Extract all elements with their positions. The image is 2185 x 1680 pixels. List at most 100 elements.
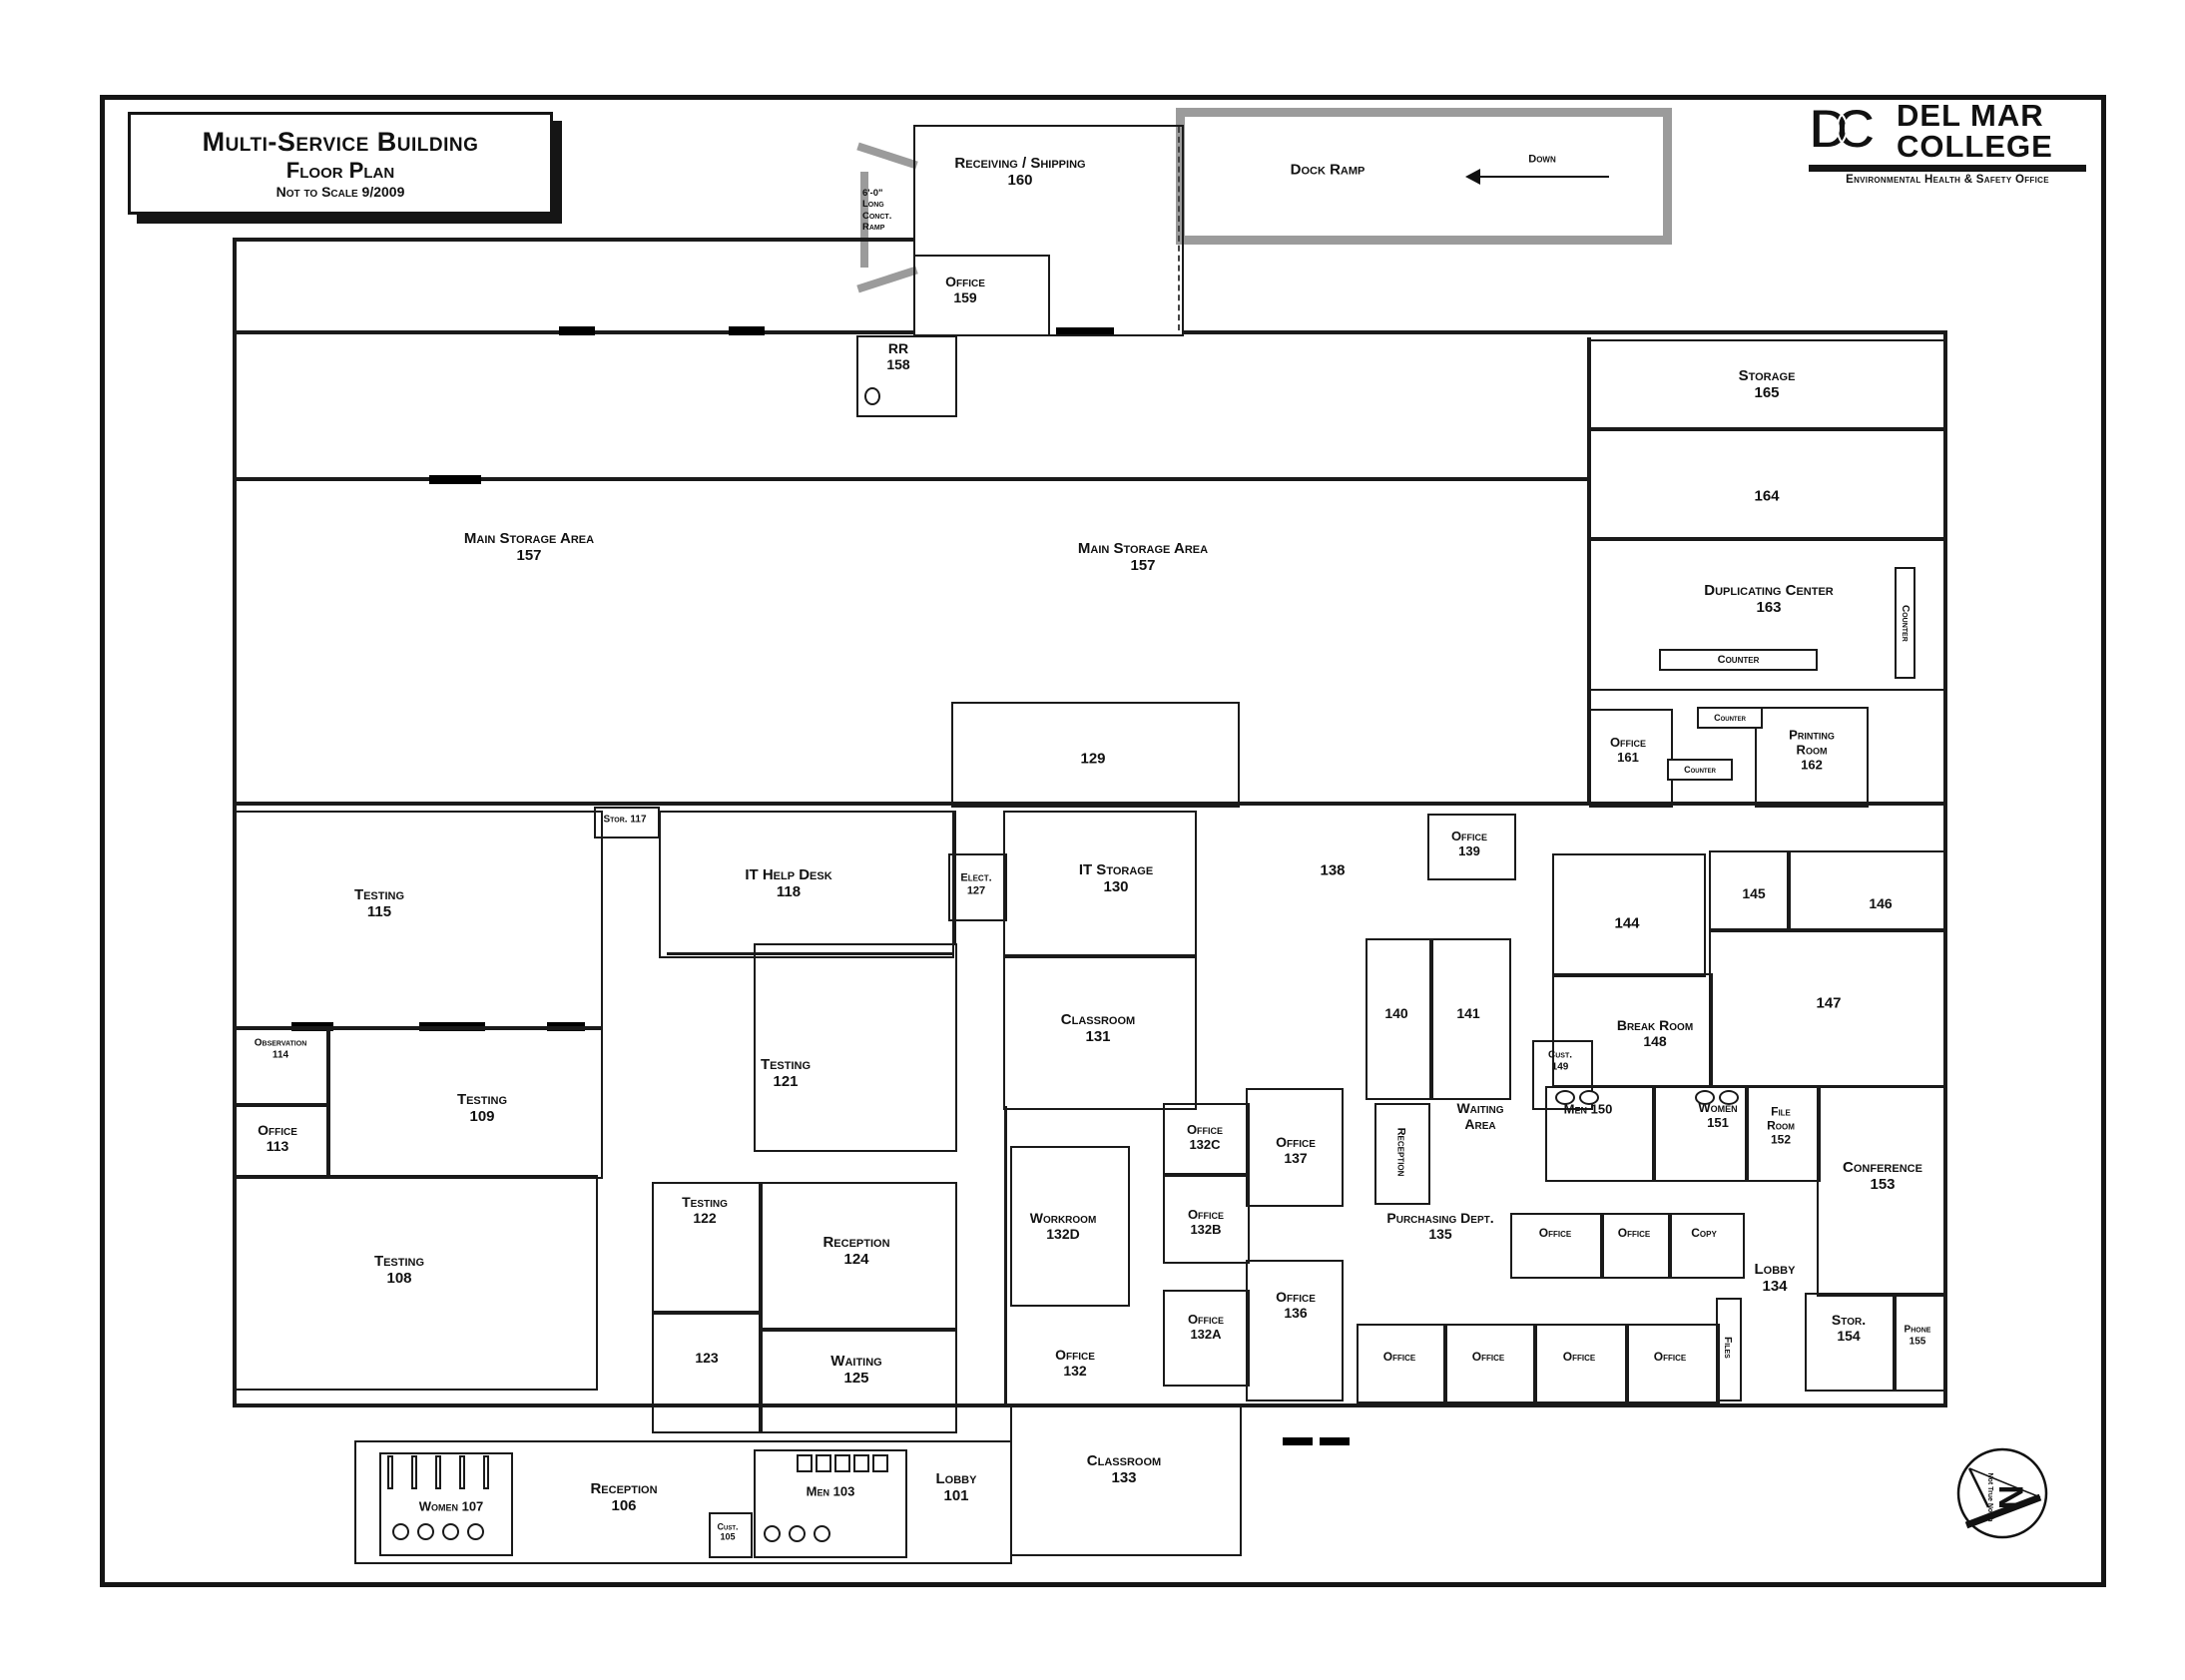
title-block: Multi-Service Building Floor Plan Not to… xyxy=(128,112,553,215)
room-140-room xyxy=(1366,938,1433,1100)
counter-163-h: Counter xyxy=(1659,649,1818,671)
storage-165-room xyxy=(1589,339,1947,431)
wall-segment xyxy=(233,238,913,242)
testing-121-room xyxy=(754,943,957,1152)
counter-161-b: Counter xyxy=(1667,759,1733,781)
wall-segment xyxy=(1183,330,1946,334)
door-marker xyxy=(729,326,765,335)
wall-segment xyxy=(233,238,237,1407)
dock-down-label: Down xyxy=(1528,153,1556,166)
fixture-stall xyxy=(834,1454,850,1472)
purchasing-dept-135-label: Purchasing Dept.135 xyxy=(1386,1209,1494,1242)
logo-subtitle: Environmental Health & Safety Office xyxy=(1846,174,2049,186)
po-office-4-label: Office xyxy=(1471,1350,1505,1365)
office-132c-room xyxy=(1163,1103,1250,1177)
counter-163-v: Counter xyxy=(1895,567,1915,679)
files-label: Files xyxy=(1721,1337,1733,1359)
dock-ramp-label: Dock Ramp xyxy=(1290,161,1366,179)
logo-name-line1: DEL MAR xyxy=(1897,98,2044,133)
women-107-label: Women 107 xyxy=(418,1498,484,1514)
reception-desk-room xyxy=(1374,1103,1430,1205)
office-161-room xyxy=(1589,709,1673,808)
stor-154-room xyxy=(1805,1293,1897,1392)
room-138-label: 138 xyxy=(1320,861,1346,879)
door-marker xyxy=(429,475,481,484)
room-145-room xyxy=(1709,850,1791,932)
reception-124-room xyxy=(759,1182,957,1332)
printing-room-162-room xyxy=(1755,707,1869,808)
fixture-stall xyxy=(435,1455,441,1489)
counter-161-a: Counter xyxy=(1697,707,1763,729)
po-office-5-label: Office xyxy=(1562,1350,1596,1365)
fixture-stall xyxy=(483,1455,489,1489)
office-139-room xyxy=(1427,814,1516,880)
cust-149-room xyxy=(1532,1040,1593,1110)
room-146-label: 146 xyxy=(1869,894,1893,911)
room-164-room xyxy=(1589,427,1947,541)
po-office-5-room xyxy=(1533,1324,1629,1403)
door-marker xyxy=(1283,1437,1313,1445)
logo-divider xyxy=(1809,165,2086,172)
wall-segment xyxy=(667,952,952,955)
stor-154-label: Stor.154 xyxy=(1831,1311,1867,1344)
fixture-stall xyxy=(816,1454,831,1472)
reception-desk-label: Reception xyxy=(1394,1127,1407,1177)
rr-158-room xyxy=(856,335,957,417)
fixture-stall xyxy=(872,1454,888,1472)
drawing-frame xyxy=(100,95,2106,1587)
women-107-room xyxy=(379,1452,513,1556)
po-office-1-label: Office xyxy=(1538,1226,1572,1241)
fixture-basin xyxy=(1555,1090,1575,1105)
workroom-132d-room xyxy=(1010,1146,1130,1307)
down-arrow-line xyxy=(1479,176,1609,178)
room-141-room xyxy=(1429,938,1511,1100)
testing-122-room xyxy=(652,1182,763,1315)
fixture-basin xyxy=(417,1523,434,1540)
logo-name-line2: COLLEGE xyxy=(1897,129,2053,164)
room-144-room xyxy=(1552,853,1706,977)
room-164-label: 164 xyxy=(1754,487,1780,505)
compass-note: Not True North xyxy=(1986,1473,1993,1522)
cust-105-room xyxy=(709,1512,753,1558)
concrete-ramp-note: 6'-0" Long Conct. Ramp xyxy=(862,188,892,234)
compass-north-letter: N xyxy=(1991,1485,2029,1510)
cust-149-label: Cust.149 xyxy=(1548,1049,1572,1073)
wall-segment xyxy=(233,802,1946,806)
po-office-6-label: Office xyxy=(1653,1350,1687,1365)
observation-114-room xyxy=(233,1026,330,1107)
phone-155-room xyxy=(1893,1293,1947,1392)
office-137-room xyxy=(1246,1088,1344,1207)
office-113-room xyxy=(233,1103,330,1179)
classroom-131-room xyxy=(1003,954,1197,1110)
fixture-basin xyxy=(1579,1090,1599,1105)
po-office-3-label: Office xyxy=(1382,1350,1416,1365)
room-123-label: 123 xyxy=(695,1349,719,1366)
elect-127-room xyxy=(948,853,1007,921)
po-office-3-room xyxy=(1357,1324,1447,1403)
fixture-basin xyxy=(442,1523,459,1540)
